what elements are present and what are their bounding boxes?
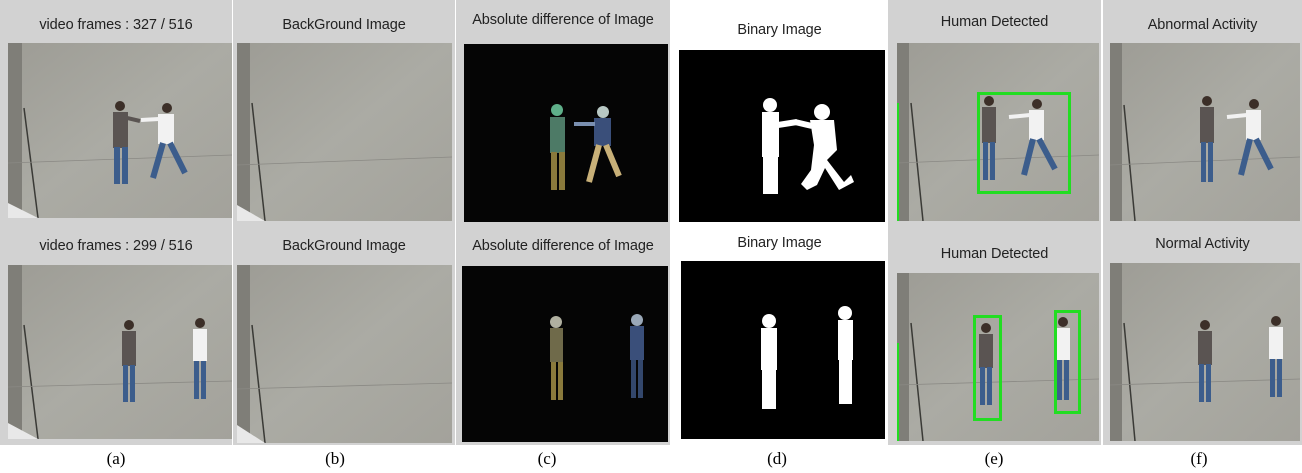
human-detection-box [977, 92, 1071, 194]
subcaption-f: (f) [1190, 449, 1208, 468]
video-frame-normal [8, 265, 232, 439]
panel-b-top-title: BackGround Image [282, 17, 406, 33]
panel-a-bottom-title: video frames : 299 / 516 [39, 238, 193, 254]
panel-b: BackGround Image BackGround Image [233, 0, 455, 445]
difference-frame-bottom [462, 266, 668, 442]
panel-f: Abnormal Activity Normal Activity [1103, 0, 1302, 445]
human-detection-box [973, 315, 1002, 421]
video-frame-fight [8, 43, 232, 218]
panel-d: Binary Image Binary Image [672, 0, 887, 445]
subcaption-c: (c) [537, 449, 557, 468]
difference-frame-top [464, 44, 668, 222]
subcaption-e: (e) [984, 449, 1004, 468]
activity-frame-top [1110, 43, 1300, 221]
panel-b-bottom-title: BackGround Image [282, 238, 406, 254]
panel-e-top-title: Human Detected [940, 14, 1049, 30]
panel-a: video frames : 327 / 516 video frames : … [0, 0, 232, 445]
panel-d-bottom-title: Binary Image [737, 235, 822, 251]
panel-e: Human Detected Human Detected [888, 0, 1101, 445]
panel-c-top-title: Absolute difference of Image [472, 12, 654, 28]
subcaption-d: (d) [767, 449, 787, 468]
panel-e-bottom-title: Human Detected [940, 246, 1049, 262]
background-frame-top [237, 43, 452, 221]
activity-frame-bottom [1110, 263, 1300, 441]
panel-f-bottom-title: Normal Activity [1155, 236, 1250, 252]
binary-frame-bottom [681, 261, 885, 439]
subcaption-a: (a) [106, 449, 126, 468]
subcaption-b: (b) [325, 449, 345, 468]
panel-a-top-title: video frames : 327 / 516 [39, 17, 193, 33]
panel-c: Absolute difference of Image Absolute di… [456, 0, 670, 445]
background-frame-bottom [237, 265, 452, 443]
panel-f-top-title: Abnormal Activity [1147, 17, 1258, 33]
panel-d-top-title: Binary Image [737, 22, 822, 38]
binary-frame-top [679, 50, 885, 222]
panel-c-bottom-title: Absolute difference of Image [472, 238, 654, 254]
human-detection-box [1054, 310, 1081, 414]
